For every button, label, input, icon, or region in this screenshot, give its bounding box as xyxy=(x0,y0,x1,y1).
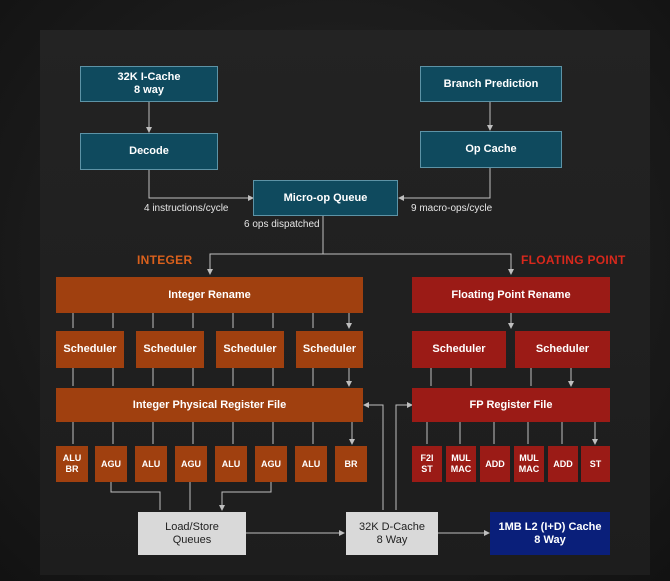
integer-rename-box: Integer Rename xyxy=(56,277,363,313)
arrow-int-reg-units xyxy=(72,422,352,444)
fp-unit-box: MUL MAC xyxy=(446,446,476,482)
load-store-queues-box: Load/Store Queues xyxy=(138,512,246,555)
integer-unit-box: AGU xyxy=(175,446,207,482)
integer-unit-box: AGU xyxy=(255,446,287,482)
arrow-opcache-queue xyxy=(398,168,491,201)
arrow-dcache-fpreg xyxy=(395,402,413,510)
arrow-dcache-intreg xyxy=(363,402,384,510)
op-cache-box: Op Cache xyxy=(420,131,562,168)
decode-rate-label: 4 instructions/cycle xyxy=(144,203,229,214)
integer-unit-box: BR xyxy=(335,446,367,482)
fp-unit-box: ADD xyxy=(548,446,578,482)
arrow-int-sched-reg xyxy=(72,368,349,386)
arrow-queue-fp xyxy=(323,253,514,275)
integer-scheduler-box: Scheduler xyxy=(136,331,204,368)
integer-heading: INTEGER xyxy=(137,253,193,267)
arrow-fp-sched-reg xyxy=(430,368,571,386)
icache-box: 32K I-Cache 8 way xyxy=(80,66,218,102)
integer-unit-box: AGU xyxy=(95,446,127,482)
fp-unit-box: ADD xyxy=(480,446,510,482)
fp-scheduler-box: Scheduler xyxy=(515,331,610,368)
fp-unit-box: ST xyxy=(581,446,610,482)
branch-prediction-box: Branch Prediction xyxy=(420,66,562,102)
integer-scheduler-box: Scheduler xyxy=(216,331,284,368)
arrow-queue-dispatch xyxy=(207,216,324,275)
fp-rename-box: Floating Point Rename xyxy=(412,277,610,313)
arrow-int-rename-sched xyxy=(72,313,349,328)
fp-heading: FLOATING POINT xyxy=(521,253,626,267)
integer-unit-box: ALU xyxy=(135,446,167,482)
decode-box: Decode xyxy=(80,133,218,170)
integer-scheduler-box: Scheduler xyxy=(56,331,124,368)
integer-unit-box: ALU xyxy=(215,446,247,482)
fp-scheduler-box: Scheduler xyxy=(412,331,506,368)
l2-cache-box: 1MB L2 (I+D) Cache 8 Way xyxy=(490,512,610,555)
arrow-agu-loadstore xyxy=(110,482,272,510)
arrow-decode-queue xyxy=(148,170,254,201)
dcache-box: 32K D-Cache 8 Way xyxy=(346,512,438,555)
integer-unit-box: ALU BR xyxy=(56,446,88,482)
fp-unit-box: F2I ST xyxy=(412,446,442,482)
integer-unit-box: ALU xyxy=(295,446,327,482)
dispatch-rate-label: 6 ops dispatched xyxy=(244,219,320,230)
fp-register-file-box: FP Register File xyxy=(412,388,610,422)
arrow-fp-reg-units xyxy=(426,422,595,444)
integer-scheduler-box: Scheduler xyxy=(296,331,363,368)
integer-register-file-box: Integer Physical Register File xyxy=(56,388,363,422)
microop-queue-box: Micro-op Queue xyxy=(253,180,398,216)
opcache-rate-label: 9 macro-ops/cycle xyxy=(411,203,493,214)
fp-unit-box: MUL MAC xyxy=(514,446,544,482)
